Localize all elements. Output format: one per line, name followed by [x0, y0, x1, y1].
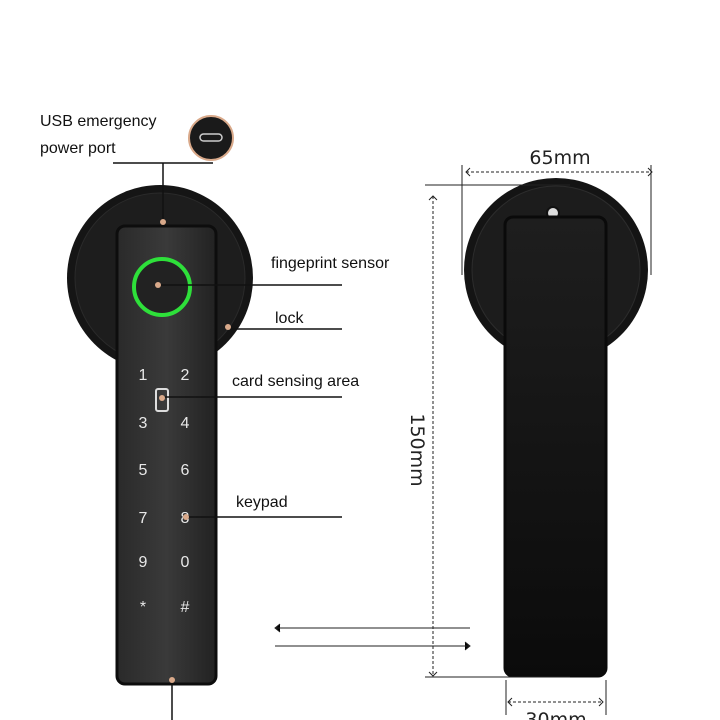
label-card: card sensing area	[232, 373, 359, 390]
label-usb-line2: power port	[40, 140, 116, 157]
lock-side-view	[464, 178, 648, 678]
callout-lines	[113, 162, 342, 720]
side-handle	[503, 215, 608, 678]
key-star: *	[140, 599, 146, 616]
key-hash: #	[181, 599, 190, 616]
lock-front-view	[67, 185, 253, 686]
direction-lines	[274, 623, 471, 651]
key-2: 2	[181, 367, 190, 384]
dim-width: 65mm	[529, 147, 590, 169]
label-keypad: keypad	[236, 494, 288, 511]
dim-height: 150mm	[406, 413, 428, 486]
key-5: 5	[139, 462, 148, 479]
usb-port-inset	[188, 115, 234, 161]
key-0: 0	[181, 554, 190, 571]
key-3: 3	[139, 415, 148, 432]
key-4: 4	[181, 415, 190, 432]
key-6: 6	[181, 462, 190, 479]
key-7: 7	[139, 510, 148, 527]
usb-c-icon	[199, 133, 223, 142]
label-fingerprint: fingeprint sensor	[271, 255, 390, 272]
label-lock: lock	[275, 310, 304, 327]
fingerprint-sensor	[132, 257, 192, 317]
handle	[115, 224, 218, 686]
key-9: 9	[139, 554, 148, 571]
dimension-lines	[425, 165, 653, 715]
label-usb-line1: USB emergency	[40, 113, 157, 130]
key-1: 1	[139, 367, 148, 384]
dim-handle-width: 30mm	[525, 709, 586, 720]
card-sensing-icon	[155, 388, 169, 412]
marker-dots	[155, 219, 231, 683]
